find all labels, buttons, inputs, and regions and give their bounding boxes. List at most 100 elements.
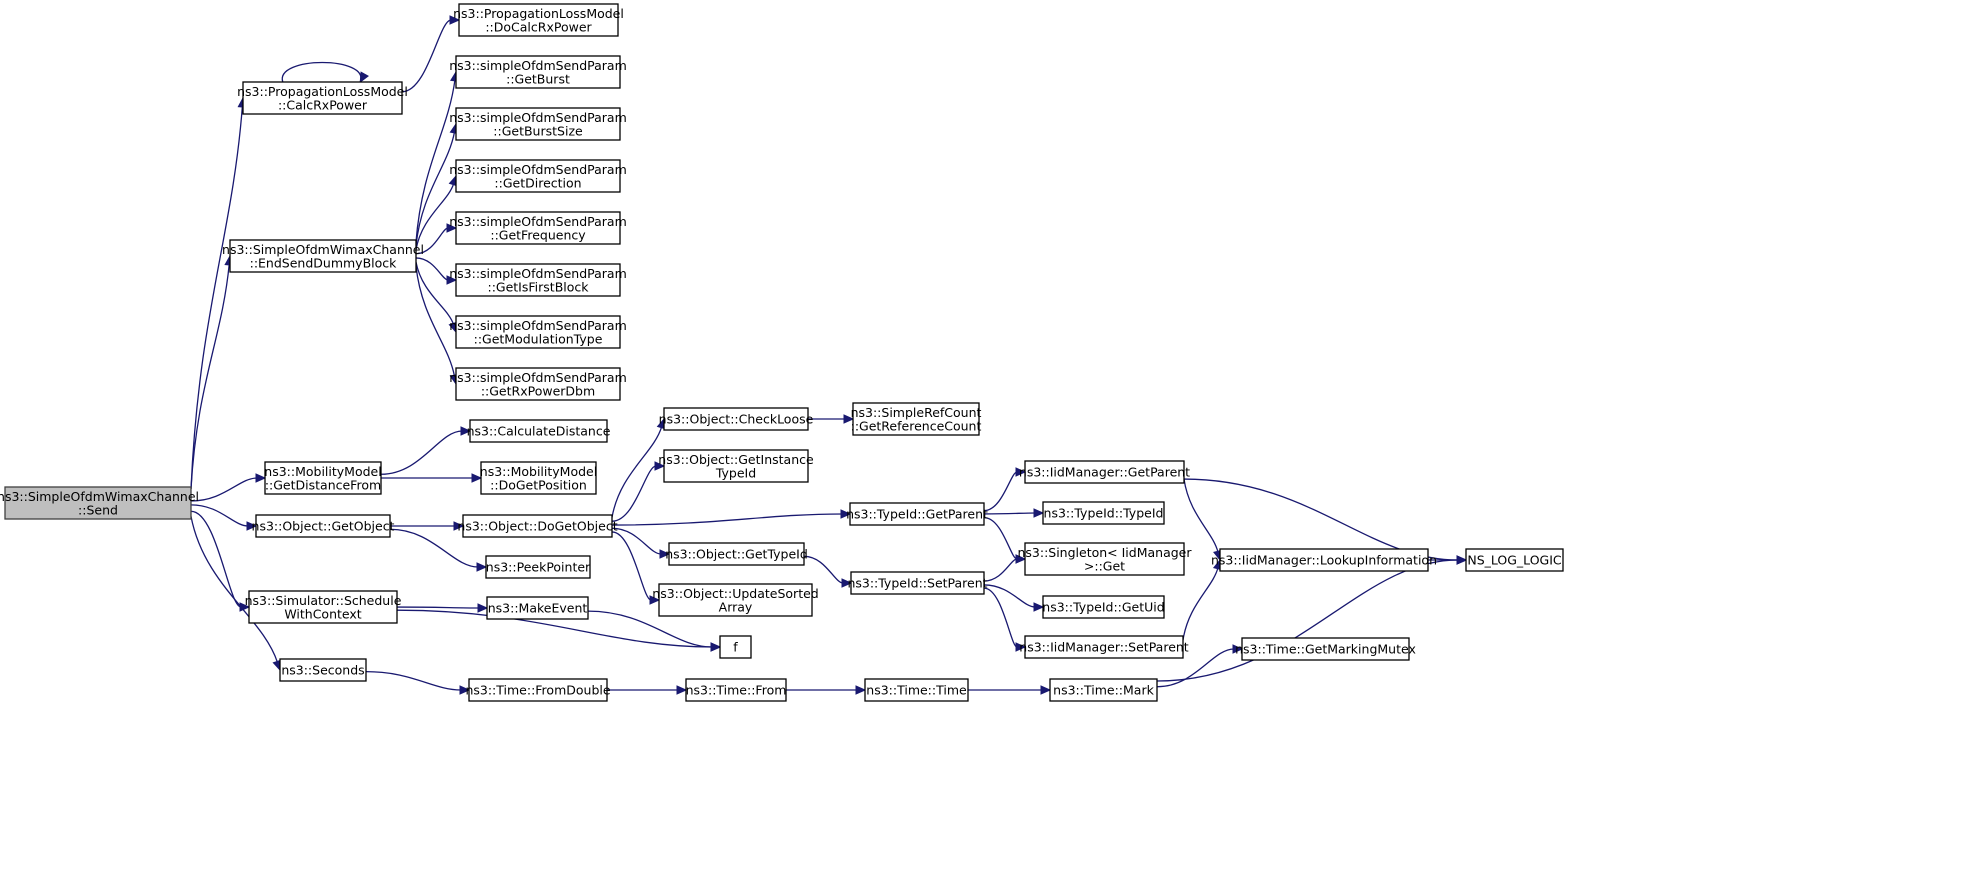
edge-arrowhead — [1015, 467, 1027, 477]
edge-line — [415, 79, 456, 243]
node-iid-get-parent[interactable]: ns3::IidManager::GetParent — [1019, 460, 1190, 484]
node-tid-get-uid[interactable]: ns3::TypeId::GetUid — [1042, 595, 1165, 619]
node-label: ns3::simpleOfdmSendParam — [449, 318, 627, 333]
node-do-calc-rx[interactable]: ns3::PropagationLossModel::DoCalcRxPower — [453, 3, 624, 37]
edge-arrowhead — [246, 521, 258, 531]
node-get-direction[interactable]: ns3::simpleOfdmSendParam::GetDirection — [449, 159, 627, 193]
edge-arrowhead — [476, 562, 488, 572]
edge-arrowhead — [840, 509, 852, 519]
edge-tid-get-parent-to-tid-type-id — [983, 508, 1045, 518]
node-box — [849, 502, 985, 526]
edge-line — [190, 504, 249, 527]
node-label: ns3::MakeEvent — [488, 601, 588, 616]
node-get-modulation[interactable]: ns3::simpleOfdmSendParam::GetModulationT… — [449, 315, 627, 349]
edge-get-dist-from-to-do-get-position — [381, 473, 483, 483]
node-obj-get-type-id[interactable]: ns3::Object::GetTypeId — [665, 542, 808, 566]
node-label: ns3::simpleOfdmSendParam — [449, 162, 627, 177]
node-singleton-get[interactable]: ns3::Singleton< IidManager >::Get — [1017, 542, 1192, 576]
node-box — [486, 596, 589, 620]
edge-do-get-object-to-update-sorted — [611, 531, 661, 605]
node-label: ns3::SimpleOfdmWimaxChannel — [222, 242, 424, 257]
node-peek-pointer[interactable]: ns3::PeekPointer — [485, 555, 591, 579]
node-label: ns3::simpleOfdmSendParam — [449, 370, 627, 385]
node-check-loose[interactable]: ns3::Object::CheckLoose — [659, 407, 814, 431]
edge-arrowhead — [654, 461, 666, 471]
node-make-event[interactable]: ns3::MakeEvent — [486, 596, 589, 620]
edge-line — [983, 512, 1036, 515]
edge-get-object-to-do-get-object — [390, 521, 465, 531]
node-f[interactable]: f — [719, 635, 752, 659]
node-label: ns3::simpleOfdmSendParam — [449, 214, 627, 229]
node-get-dist-from[interactable]: ns3::MobilityModel::GetDistanceFrom — [264, 461, 382, 495]
node-label: ::GetDirection — [494, 175, 581, 190]
node-time-time[interactable]: ns3::Time::Time — [864, 678, 969, 702]
edge-do-get-object-to-obj-get-type-id — [611, 527, 671, 559]
node-box — [455, 263, 621, 297]
node-box — [480, 461, 597, 495]
node-get-object[interactable]: ns3::Object::GetObject — [252, 514, 395, 538]
node-get-marking-mutex[interactable]: ns3::Time::GetMarkingMutex — [1235, 637, 1416, 661]
edge-arrowhead — [1456, 555, 1468, 565]
node-label: ::DoGetPosition — [490, 477, 587, 492]
node-label: ns3::IidManager::LookupInformation — [1211, 553, 1437, 568]
node-seconds[interactable]: ns3::Seconds — [279, 658, 367, 682]
node-send[interactable]: ns3::SimpleOfdmWimaxChannel::Send — [0, 486, 199, 520]
node-box — [462, 514, 613, 538]
node-label: Array — [719, 599, 753, 614]
node-label: ns3::Object::CheckLoose — [659, 412, 814, 427]
edge-arrowhead — [459, 685, 471, 695]
node-box — [719, 635, 752, 659]
edge-line — [190, 516, 279, 663]
node-do-get-object[interactable]: ns3::Object::DoGetObject — [457, 514, 618, 538]
node-label: ns3::MobilityModel — [480, 464, 597, 479]
edge-line — [190, 510, 242, 608]
node-label: ::GetIsFirstBlock — [487, 279, 589, 294]
edge-line — [587, 610, 713, 648]
edge-line — [396, 606, 480, 609]
node-do-get-position[interactable]: ns3::MobilityModel::DoGetPosition — [480, 461, 597, 495]
edge-arrowhead — [659, 549, 671, 559]
node-get-rx-power-dbm[interactable]: ns3::simpleOfdmSendParam::GetRxPowerDbm — [449, 367, 627, 401]
edge-arrowhead — [1040, 685, 1052, 695]
node-get-frequency[interactable]: ns3::simpleOfdmSendParam::GetFrequency — [449, 211, 627, 245]
node-tid-set-parent[interactable]: ns3::TypeId::SetParent — [847, 571, 988, 595]
edge-line — [190, 263, 230, 490]
edge-send-to-get-object — [190, 504, 258, 531]
edge-get-dist-from-to-calc-distance — [380, 426, 472, 475]
node-lookup-info[interactable]: ns3::IidManager::LookupInformation — [1211, 548, 1437, 572]
node-end-send[interactable]: ns3::SimpleOfdmWimaxChannel::EndSendDumm… — [222, 239, 424, 273]
node-label: ns3::Time::GetMarkingMutex — [1235, 642, 1416, 657]
node-time-from[interactable]: ns3::Time::From — [685, 678, 787, 702]
node-label: ns3::SimpleOfdmWimaxChannel — [0, 489, 199, 504]
edge-line — [396, 609, 713, 648]
edge-line — [1182, 567, 1219, 641]
edge-schedule-to-make-event — [396, 603, 489, 613]
node-time-mark[interactable]: ns3::Time::Mark — [1049, 678, 1158, 702]
edge-line — [983, 516, 1018, 560]
node-get-burst[interactable]: ns3::simpleOfdmSendParam::GetBurst — [449, 55, 627, 89]
node-tid-type-id[interactable]: ns3::TypeId::TypeId — [1042, 501, 1165, 525]
node-tid-get-parent[interactable]: ns3::TypeId::GetParent — [846, 502, 988, 526]
edge-arrowhead — [843, 414, 855, 424]
node-from-double[interactable]: ns3::Time::FromDouble — [465, 678, 611, 702]
node-label: ::GetRxPowerDbm — [481, 383, 595, 398]
node-label: ns3::PropagationLossModel — [453, 6, 624, 21]
node-iid-set-parent[interactable]: ns3::IidManager::SetParent — [1019, 635, 1189, 659]
node-box — [455, 159, 621, 193]
node-box — [455, 211, 621, 245]
node-get-ref-count[interactable]: ns3::SimpleRefCount::GetReferenceCount — [851, 402, 982, 436]
node-box — [229, 239, 417, 273]
node-get-burst-size[interactable]: ns3::simpleOfdmSendParam::GetBurstSize — [449, 107, 627, 141]
node-calc-distance[interactable]: ns3::CalculateDistance — [467, 419, 611, 443]
node-label: ns3::Time::Mark — [1053, 683, 1154, 698]
node-calc-rx[interactable]: ns3::PropagationLossModel::CalcRxPower — [237, 81, 408, 115]
node-get-is-first[interactable]: ns3::simpleOfdmSendParam::GetIsFirstBloc… — [449, 263, 627, 297]
node-box — [485, 555, 591, 579]
node-ns-log-logic[interactable]: NS_LOG_LOGIC — [1465, 548, 1564, 572]
edge-line — [190, 477, 258, 502]
edge-line — [1156, 648, 1235, 688]
node-label: ns3::Time::FromDouble — [465, 683, 610, 698]
